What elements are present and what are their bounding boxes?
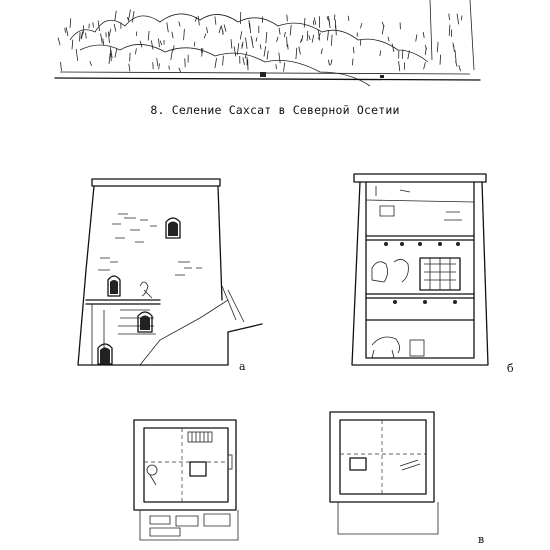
tower-exterior-drawing	[77, 178, 263, 366]
grass-strokes	[57, 9, 463, 73]
tower-section-drawing	[351, 173, 489, 366]
floor-plan-left	[133, 419, 239, 541]
landscape-sketch	[54, 0, 481, 87]
figure-caption: 8. Селение Сахсат в Северной Осетии	[150, 103, 400, 117]
floor-plan-right	[329, 411, 439, 535]
figure-label-v: в	[478, 533, 485, 546]
figure-label-b: б	[507, 362, 514, 375]
figure-label-a: а	[239, 360, 246, 373]
